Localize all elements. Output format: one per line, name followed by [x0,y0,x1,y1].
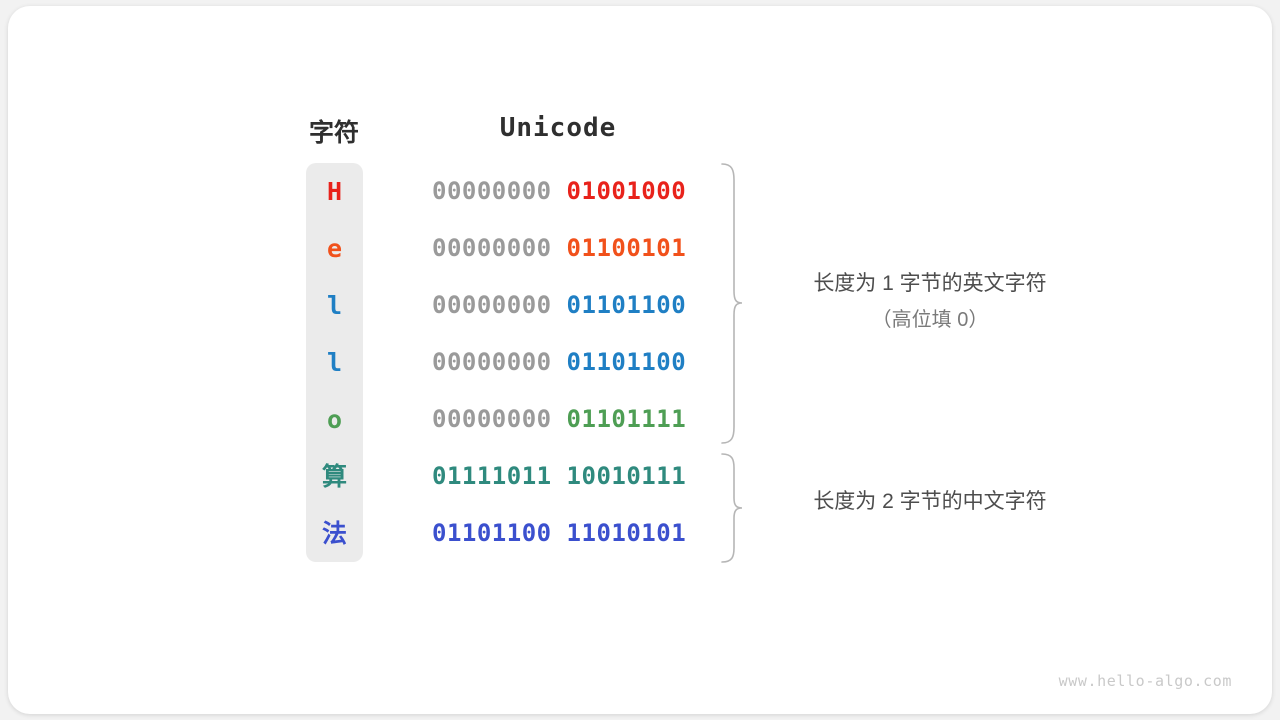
watermark: www.hello-algo.com [1058,672,1232,690]
row-low-byte: 01001000 [566,177,687,205]
row-unicode-bits: 01101100 11010101 [432,505,686,562]
row-low-byte: 01101111 [566,405,687,433]
row-unicode-bits: 01111011 10010111 [432,448,686,505]
row-high-byte: 01111011 [432,462,552,490]
row-unicode-bits: 00000000 01101100 [432,334,686,391]
column-header-character: 字符 [308,119,359,147]
row-high-byte: 00000000 [432,177,552,205]
row-low-byte: 10010111 [566,462,687,490]
annotation-ascii-main: 长度为 1 字节的英文字符 [813,272,1047,295]
row-character: H [326,177,343,206]
table-row: 算 01111011 10010111 [306,448,726,505]
row-low-byte: 01101100 [566,291,687,319]
figure-card [8,6,1272,714]
row-low-byte: 01101100 [566,348,687,376]
table-row: l 00000000 01101100 [306,277,726,334]
row-high-byte: 00000000 [432,291,552,319]
row-unicode-bits: 00000000 01001000 [432,163,686,220]
row-low-byte: 11010101 [566,519,687,547]
table-row: o 00000000 01101111 [306,391,726,448]
row-character: 算 [321,462,347,491]
row-high-byte: 00000000 [432,234,552,262]
table-row: e 00000000 01100101 [306,220,726,277]
character-column-background [306,163,363,562]
annotation-cjk-main: 长度为 2 字节的中文字符 [813,490,1047,513]
row-high-byte: 00000000 [432,348,552,376]
table-row: H 00000000 01001000 [306,163,726,220]
row-character: l [326,348,343,377]
row-low-byte: 01100101 [566,234,687,262]
column-header-unicode: Unicode [499,113,617,143]
row-character: 法 [321,519,347,548]
row-unicode-bits: 00000000 01101111 [432,391,686,448]
annotation-ascii-sub: （高位填 0） [871,309,989,331]
annotation-cjk: 长度为 2 字节的中文字符 [760,486,1100,518]
table-row: 法 01101100 11010101 [306,505,726,562]
row-character: o [326,405,343,434]
row-character: l [326,291,343,320]
row-high-byte: 01101100 [432,519,552,547]
table-row: l 00000000 01101100 [306,334,726,391]
row-character: e [326,234,343,263]
row-unicode-bits: 00000000 01101100 [432,277,686,334]
row-unicode-bits: 00000000 01100101 [432,220,686,277]
annotation-ascii: 长度为 1 字节的英文字符 （高位填 0） [760,266,1100,338]
row-high-byte: 00000000 [432,405,552,433]
group-braces [721,163,743,563]
